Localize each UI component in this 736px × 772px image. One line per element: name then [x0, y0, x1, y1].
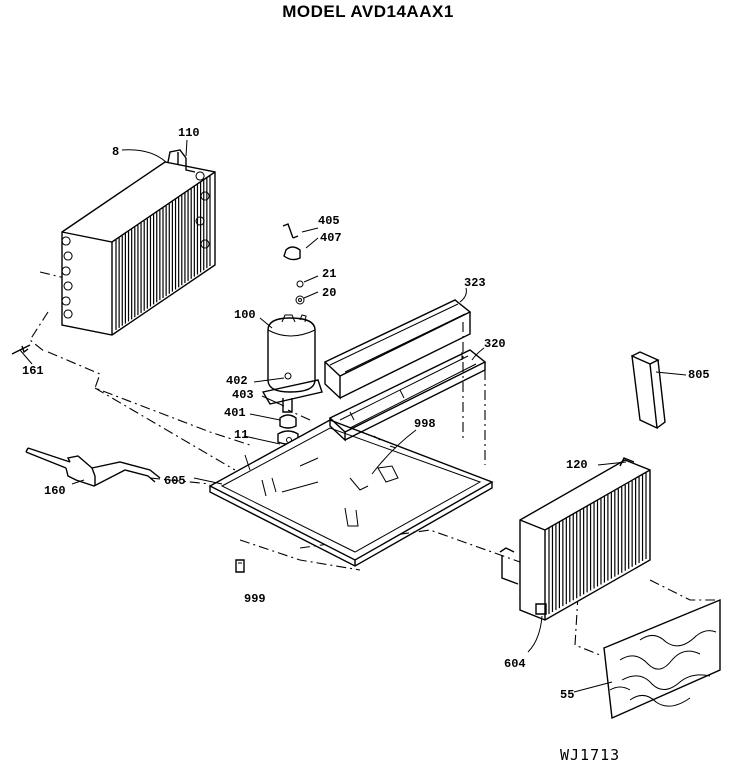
terminal-cover-parts: [282, 223, 305, 305]
callout-110: 110: [178, 126, 200, 140]
diagram-title: MODEL AVD14AAX1: [282, 2, 454, 21]
callout-805: 805: [688, 368, 710, 382]
callout-401: 401: [224, 406, 246, 420]
callout-403: 403: [232, 388, 254, 402]
screw-part: [11, 344, 31, 355]
callout-407: 407: [320, 231, 342, 245]
callout-323: 323: [464, 276, 486, 290]
callout-161: 161: [22, 364, 44, 378]
small-clip-parts: [235, 559, 547, 615]
callout-605: 605: [164, 474, 186, 488]
leader-lines: [19, 139, 687, 693]
mounting-bracket: [631, 351, 666, 430]
callout-160: 160: [44, 484, 66, 498]
air-filter: [603, 598, 721, 720]
partition-panel: [323, 299, 487, 442]
callout-999: 999: [244, 592, 266, 606]
callout-604: 604: [504, 657, 526, 671]
callout-labels: 8 110 161 160 405 407 21 20 100 402 403 …: [22, 126, 710, 764]
callout-320: 320: [484, 337, 506, 351]
callout-11: 11: [234, 428, 248, 442]
compressor: [261, 314, 323, 405]
base-pan: [208, 419, 494, 567]
callout-120: 120: [566, 458, 588, 472]
callout-405: 405: [318, 214, 340, 228]
drawing-code: WJ1713: [560, 746, 620, 764]
outdoor-condenser-coil: [61, 149, 216, 336]
callout-20: 20: [322, 286, 336, 300]
callout-402: 402: [226, 374, 248, 388]
callout-998: 998: [414, 417, 436, 431]
capillary-sensor: [25, 447, 161, 487]
callout-100: 100: [234, 308, 256, 322]
callout-55: 55: [560, 688, 574, 702]
callout-8: 8: [112, 145, 119, 159]
callout-21: 21: [322, 267, 336, 281]
indoor-evaporator-coil: [499, 457, 651, 621]
